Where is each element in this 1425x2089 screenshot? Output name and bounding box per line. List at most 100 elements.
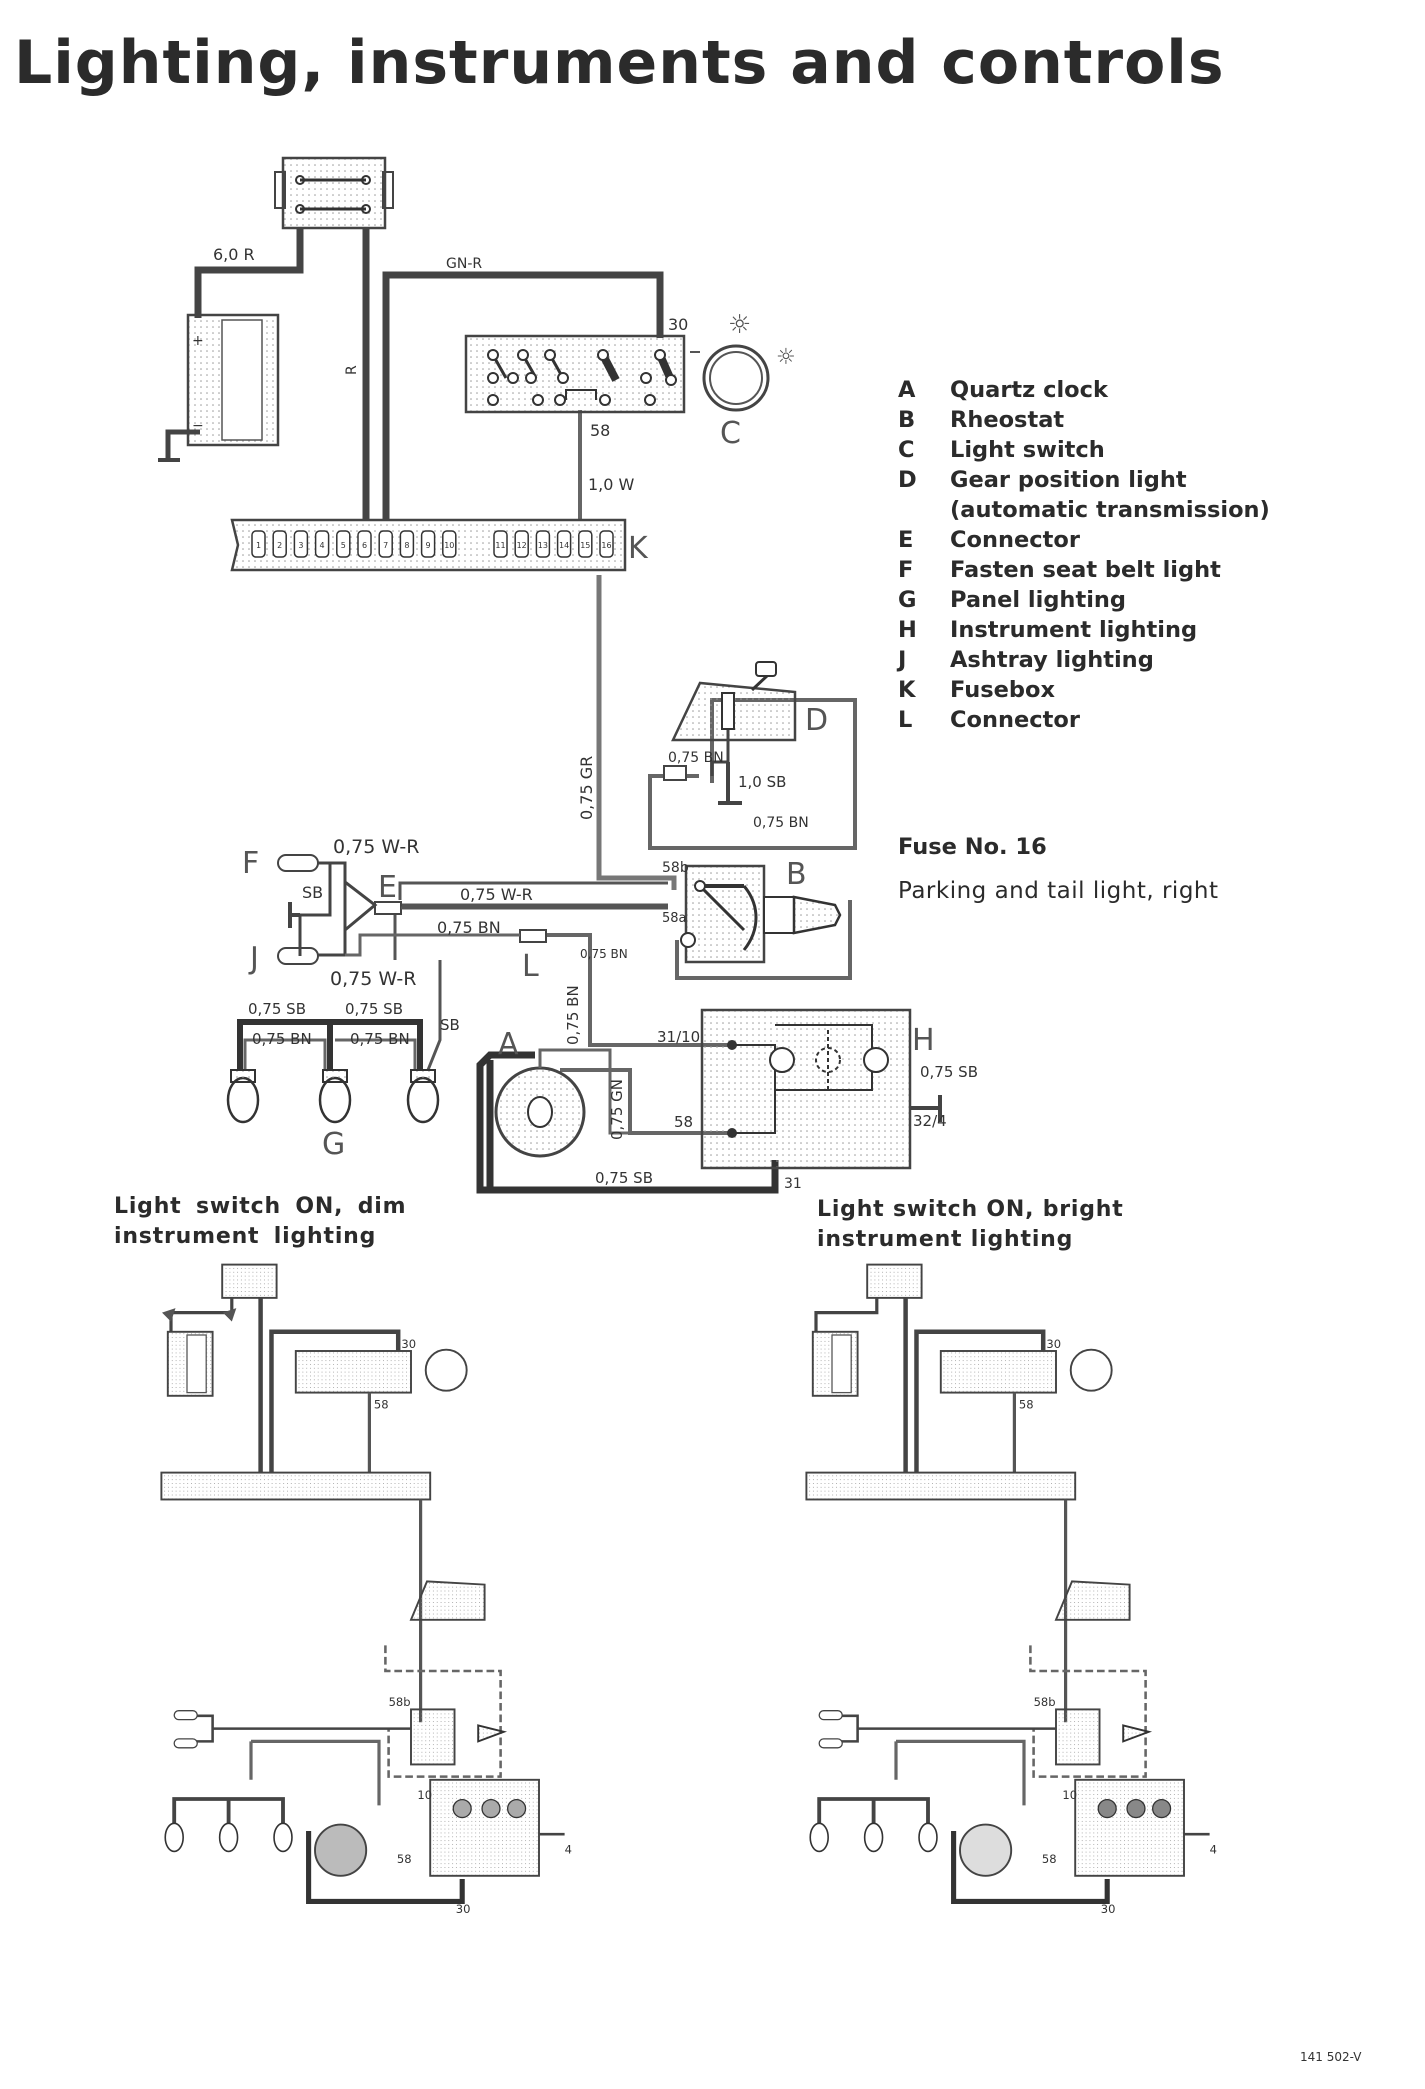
terminal-label: 58 [590,421,610,440]
terminal-label: 30 [668,315,688,334]
terminal-label: 58 [674,1113,693,1131]
label-b: B [786,857,807,892]
svg-text:−: − [192,418,204,434]
page-title: Lighting, instruments and controls [14,28,1225,98]
fuse-cell [514,530,529,558]
fuse-cell [535,530,551,558]
connector-l [519,929,547,943]
fuse-number: 7 [383,541,388,550]
fuse-number: 8 [404,541,409,550]
legend-item-j: J Ashtray lighting [898,645,1270,675]
fuse-number: 9 [426,541,431,550]
terminal-label: 58 [1019,1398,1034,1412]
fuse-title: Fuse No. 16 [898,834,1047,860]
headlight-icon: ☼ [728,310,751,340]
wire-label: 0,75 GR [577,756,596,820]
fuse-cell [293,530,309,558]
wire-label: 0,75 W-R [330,968,416,990]
fuse-number: 14 [559,541,569,550]
wire-label: 0,75 BN [350,1030,410,1048]
panel-lighting-bulbs [226,960,442,1124]
fuse-cell [578,530,593,558]
label-g: G [322,1127,345,1162]
top-connector [274,156,394,230]
terminal-label: 10 [417,1788,432,1802]
fuse-number: 11 [495,541,505,550]
wire-label: 0,75 SB [248,1000,306,1018]
legend-label: Fasten seat belt light [950,557,1221,583]
terminal-label: 31 [784,1176,802,1192]
legend-label: Quartz clock [950,377,1108,403]
rheostat [680,864,842,964]
legend-key: L [898,707,913,733]
wire-label: 0,75 SB [595,1169,653,1187]
label-e: E [378,870,397,905]
wire-label: 0,75 BN [437,918,501,937]
legend-key: F [898,557,914,583]
fuse-number: 13 [538,541,548,550]
fuse-number: 2 [277,541,282,550]
wire-label: GN-R [446,256,482,272]
legend-key: E [898,527,914,553]
fuse-cell [556,530,572,558]
fuse-number: 10 [444,541,454,550]
wire-label: 0,75 BN [668,750,724,766]
fuse-cell [399,530,415,558]
terminal-label: 58b [662,860,689,876]
wire-label: 0,75 BN [564,985,582,1045]
label-l: L [522,949,539,984]
wire-label: R [344,365,360,375]
legend-label: Connector [950,527,1080,553]
fuse-number: 6 [362,541,367,550]
legend-key: C [898,437,915,463]
parking-light-icon: ☼ [776,345,796,370]
small-diagram-dim: 30 58 58b 10 58 4 30 [160,1263,572,1916]
legend-item-f: F Fasten seat belt light [898,555,1270,585]
legend-key: G [898,587,917,613]
fuse-cell [493,530,508,558]
terminal-label: 31/10 [657,1028,700,1046]
terminal-label: 30 [401,1337,416,1351]
label-f: F [242,846,259,881]
legend-sublabel: (automatic transmission) [950,497,1270,523]
wire-label: 0,75 W-R [333,836,419,858]
wire-label: 1,0 W [588,475,635,494]
wire-label: 6,0 R [213,245,255,264]
wire-label: 0,75 BN [753,815,809,831]
legend-label: Fusebox [950,677,1055,703]
terminal-label: 58 [1042,1852,1057,1866]
terminal-label: 30 [1046,1337,1061,1351]
legend-label: Panel lighting [950,587,1127,613]
fuse-number: 15 [580,541,590,550]
label-c: C [720,416,741,451]
terminal-label: 58b [1034,1695,1056,1709]
small-diagram-bright: 30 58 58b 10 58 4 30 [805,1263,1217,1916]
fuse-number: 4 [320,541,325,550]
terminal-label: 30 [1101,1902,1116,1916]
main-wiring-diagram: + − [158,156,978,1194]
legend-label: Ashtray lighting [950,647,1154,673]
fuse-number: 1 [256,541,261,550]
legend-label: Instrument lighting [950,617,1198,643]
fuse-number: 16 [601,541,611,550]
legend-key: J [898,647,907,673]
fuse-number: 5 [341,541,346,550]
legend-item-e: E Connector [898,525,1270,555]
battery: + − [158,228,304,462]
fuse-cell [336,530,351,558]
wire-label: 0,75 GN [608,1079,626,1140]
terminal-label: 4 [1210,1842,1217,1856]
legend-key: B [898,407,916,433]
terminal-label: 30 [456,1902,471,1916]
light-switch: ☼ ☼ [464,310,796,414]
seat-belt-and-ashtray-lights [277,854,668,965]
terminal-label: 58 [397,1852,412,1866]
wire-label: 0,75 BN [580,947,628,961]
fuse-number: 3 [298,541,303,550]
